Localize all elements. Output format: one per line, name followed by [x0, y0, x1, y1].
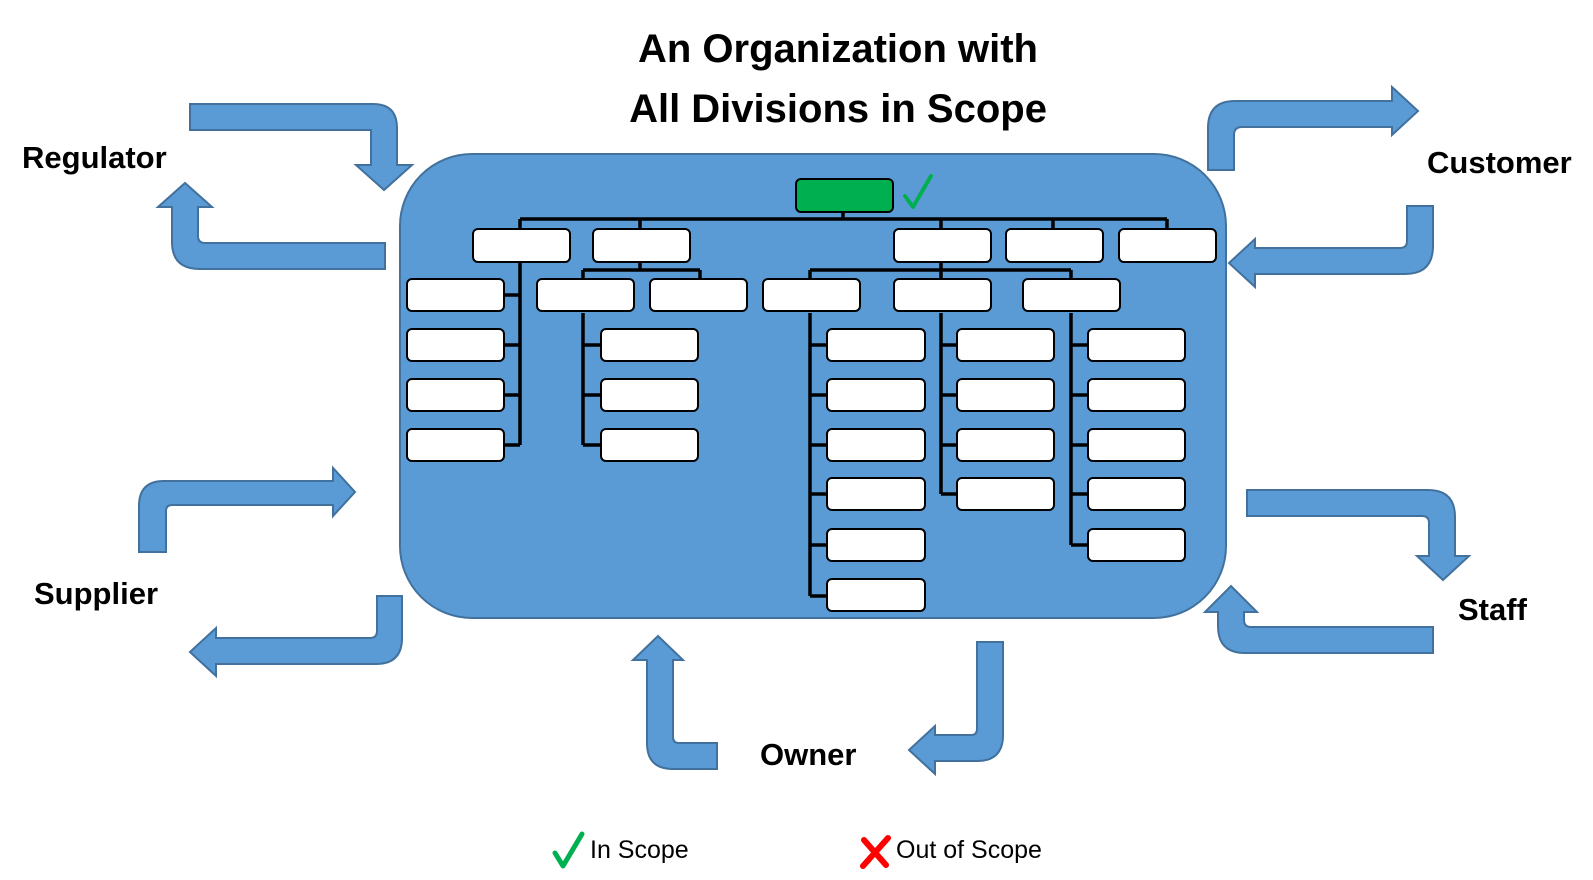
supplier-inbound-arrow — [138, 465, 357, 553]
org-unit — [826, 328, 926, 362]
org-unit — [1118, 228, 1217, 263]
org-unit — [893, 278, 992, 312]
org-unit — [956, 378, 1055, 412]
org-unit — [1022, 278, 1121, 312]
org-unit — [406, 278, 505, 312]
org-unit — [1005, 228, 1104, 263]
org-unit — [1087, 328, 1186, 362]
org-unit — [1087, 428, 1186, 462]
org-unit — [956, 477, 1055, 511]
org-unit — [826, 528, 926, 562]
org-unit — [826, 378, 926, 412]
customer-inbound-arrow — [1227, 205, 1434, 290]
regulator-inbound-arrow — [189, 103, 415, 192]
supplier-outbound-arrow — [188, 595, 403, 679]
out-of-scope-cross-icon — [860, 835, 891, 869]
customer-outbound-arrow — [1207, 84, 1420, 171]
owner-inbound-arrow — [630, 634, 718, 770]
org-unit — [826, 428, 926, 462]
owner-label: Owner — [760, 737, 856, 772]
org-unit — [649, 278, 748, 312]
regulator-outbound-arrow — [155, 181, 386, 270]
staff-inbound-arrow — [1202, 584, 1434, 654]
legend: In Scope Out of Scope — [552, 831, 1042, 869]
regulator-label: Regulator — [22, 140, 167, 175]
org-unit — [406, 378, 505, 412]
org-unit — [762, 278, 861, 312]
org-unit — [1087, 528, 1186, 562]
org-unit — [1087, 477, 1186, 511]
supplier-label: Supplier — [34, 576, 158, 611]
org-unit — [600, 428, 699, 462]
org-unit — [600, 378, 699, 412]
org-unit — [536, 278, 635, 312]
org-unit — [956, 428, 1055, 462]
owner-outbound-arrow — [907, 641, 1004, 777]
org-unit — [826, 477, 926, 511]
org-unit — [893, 228, 992, 263]
org-unit — [826, 578, 926, 612]
customer-label: Customer — [1427, 145, 1572, 180]
org-unit — [1087, 378, 1186, 412]
staff-outbound-arrow — [1246, 489, 1472, 582]
staff-label: Staff — [1458, 592, 1528, 627]
org-unit-top — [795, 178, 894, 213]
org-unit — [472, 228, 571, 263]
org-unit — [406, 328, 505, 362]
org-unit — [600, 328, 699, 362]
checkmark-icon — [903, 174, 933, 209]
title-line-2: All Divisions in Scope — [629, 87, 1047, 131]
legend-in-scope-label: In Scope — [590, 836, 689, 864]
org-unit — [956, 328, 1055, 362]
in-scope-check-icon — [552, 831, 585, 869]
org-unit — [406, 428, 505, 462]
title-line-1: An Organization with — [638, 27, 1038, 71]
legend-out-of-scope-label: Out of Scope — [896, 836, 1042, 864]
org-unit — [592, 228, 691, 263]
org-chart-connectors — [503, 211, 1169, 598]
